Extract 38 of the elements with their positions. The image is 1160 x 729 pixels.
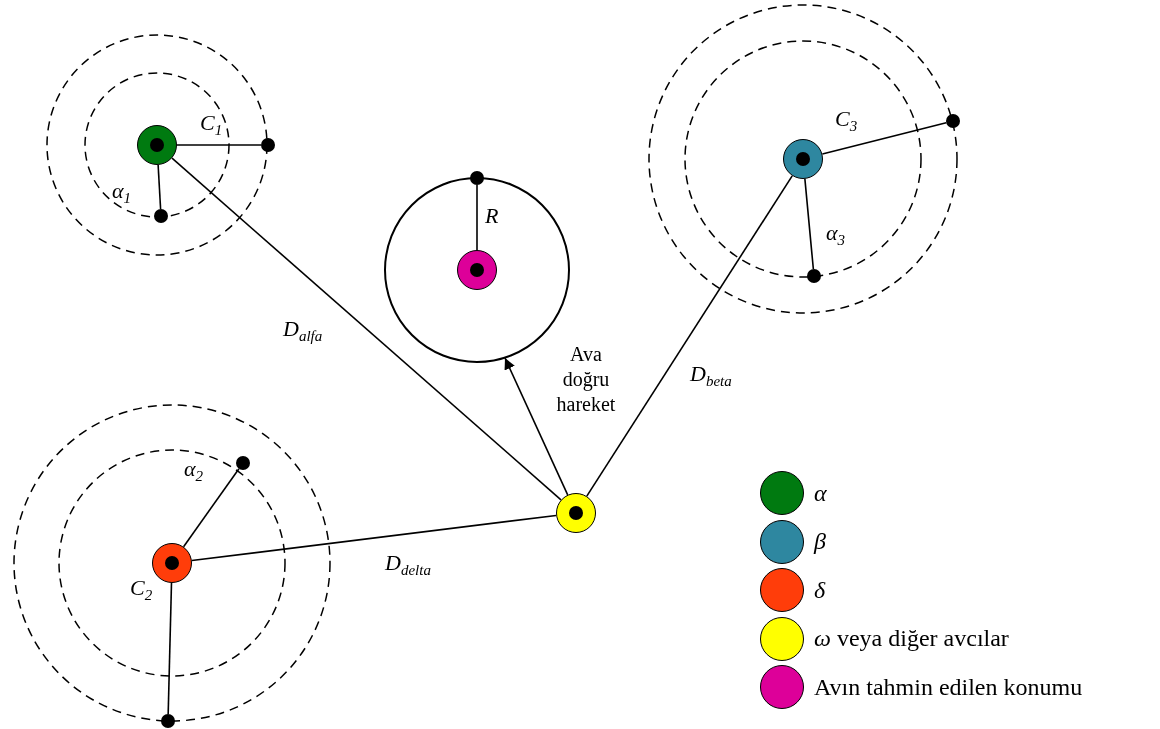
connector-line bbox=[476, 184, 478, 251]
connector-line bbox=[167, 582, 173, 715]
connector-line bbox=[804, 178, 815, 270]
connector-line bbox=[157, 164, 162, 210]
end-point-dot bbox=[161, 714, 175, 728]
edge-label: C$_{3}$ bbox=[835, 108, 858, 135]
edge-label: α$_{1}$ bbox=[112, 180, 132, 207]
end-point-dot bbox=[470, 171, 484, 185]
edge-label: D$_{delta}$ bbox=[385, 552, 431, 579]
end-point-dot bbox=[154, 209, 168, 223]
legend-label: β bbox=[814, 528, 826, 555]
end-point-dot bbox=[946, 114, 960, 128]
delta-wolf-circle bbox=[152, 543, 192, 583]
legend-label: α bbox=[814, 479, 827, 507]
connector-line bbox=[171, 157, 562, 501]
legend-label: Avın tahmin edilen konumu bbox=[814, 673, 1083, 701]
omega-wolf-circle bbox=[556, 493, 596, 533]
end-point-dot bbox=[261, 138, 275, 152]
beta-wolf-circle bbox=[783, 139, 823, 179]
edge-label: D$_{beta}$ bbox=[690, 363, 732, 390]
edge-label: C$_{2}$ bbox=[130, 577, 153, 604]
legend-label: δ bbox=[814, 576, 826, 604]
connector-line bbox=[191, 514, 557, 562]
connector-line bbox=[176, 144, 262, 146]
connector-line bbox=[821, 121, 947, 155]
connector-line bbox=[586, 175, 793, 497]
end-point-dot bbox=[236, 456, 250, 470]
alpha-wolf-circle bbox=[137, 125, 177, 165]
legend-label: ω veya diğer avcılar bbox=[814, 625, 1009, 652]
edge-label: α$_{3}$ bbox=[826, 222, 846, 249]
edge-label: C$_{1}$ bbox=[200, 112, 223, 139]
prey-circle bbox=[457, 250, 497, 290]
edge-label: D$_{alfa}$ bbox=[283, 318, 323, 345]
arrow bbox=[504, 357, 569, 496]
edge-label: R bbox=[485, 205, 499, 227]
end-point-dot bbox=[807, 269, 821, 283]
connector-line bbox=[182, 467, 240, 548]
edge-label: α$_{2}$ bbox=[184, 458, 204, 485]
